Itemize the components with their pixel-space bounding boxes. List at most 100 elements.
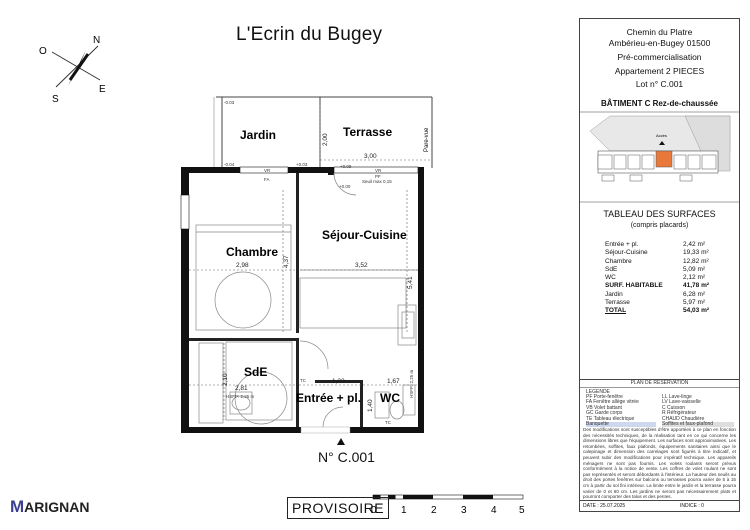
date-label: DATE : 25.07.2025 — [583, 503, 626, 509]
scale-tick-0: 0 — [371, 505, 377, 516]
row-value: 5,09 m² — [683, 265, 706, 273]
dim-wc-height: 1,40 — [367, 399, 374, 412]
total-label: TOTAL — [605, 307, 627, 315]
row-label: SdE — [605, 265, 618, 273]
table-row: WC 2,12 m² — [580, 274, 739, 282]
dim-sejour-width: 3,52 — [355, 262, 368, 269]
dim-sde-height: 2,10 — [222, 373, 229, 386]
address-line1: Chemin du Platre — [626, 27, 693, 37]
scale-bar: 0 1 2 3 4 5 — [371, 494, 525, 516]
index-label: INDICE : 0 — [680, 503, 704, 509]
legend-item: PF Porte-fenêtre — [586, 394, 623, 400]
habitable-label: SURF. HABITABLE — [605, 282, 663, 290]
compass-n: N — [93, 35, 100, 46]
table-row: SdE 5,09 m² — [580, 266, 739, 274]
row-label: Terrasse — [605, 299, 630, 307]
legend-item: GC Garde corps — [586, 410, 623, 417]
table-row: Séjour-Cuisine 19,33 m² — [580, 249, 739, 257]
room-chambre: Chambre — [226, 245, 278, 259]
room-terrasse: Terrasse — [343, 125, 392, 139]
dim-entree-width: 1,32 — [332, 378, 345, 385]
row-label: Séjour-Cuisine — [605, 249, 648, 257]
lot-label: N° C.001 — [318, 449, 375, 465]
legend-item: VB Volet battant — [586, 404, 622, 411]
row-value: 2,12 m² — [683, 274, 706, 282]
hsfp-wc: HSFP: 2,25 m — [409, 369, 414, 398]
level-jardin-2: -0.04 — [224, 162, 235, 167]
dim-chambre-height: 4,37 — [283, 255, 290, 268]
surface-table: Entrée + pl.2,42 m² Séjour-Cuisine 19,33 … — [580, 241, 739, 316]
room-jardin: Jardin — [240, 128, 276, 142]
reservation-title: PLAN DE RESERVATION — [580, 379, 739, 388]
site-minimap: Accès — [580, 111, 739, 203]
habitable-value: 41,78 m² — [683, 282, 710, 290]
address-line2: Ambérieu-en-Bugey 01500 — [608, 38, 711, 48]
window-fa-1: FA — [264, 177, 270, 182]
row-value: 6,28 m² — [683, 290, 706, 298]
scale-tick-1: 1 — [401, 505, 407, 516]
legend-title: LEGENDE — [586, 389, 610, 395]
logo-text: ARIGNAN — [24, 499, 90, 515]
row-label: Chambre — [605, 257, 632, 265]
legend-item: C Cuisson — [662, 404, 686, 411]
window-vr-2: VR — [375, 168, 382, 173]
provisoire-label: PROVISOIRE — [287, 497, 390, 519]
level-sejour: +0.00 — [339, 184, 351, 189]
surface-table-subtitle: (compris placards) — [630, 222, 689, 229]
window-pf-2: PF — [375, 174, 381, 179]
table-row: Entrée + pl.2,42 m² — [580, 241, 739, 249]
tc-label-2: TC — [385, 420, 392, 425]
access-label: Accès — [656, 133, 667, 138]
scale-tick-3: 3 — [461, 505, 467, 516]
row-label: WC — [605, 274, 616, 282]
table-row: Jardin 6,28 m² — [580, 291, 739, 299]
dim-terrasse-width: 3,00 — [364, 153, 377, 160]
dim-sde-width: 2,81 — [235, 385, 248, 392]
tc-label: TC — [300, 378, 307, 383]
room-sejour: Séjour-Cuisine — [322, 228, 407, 242]
level-terrasse: +0.09 — [340, 164, 352, 169]
logo-m: M — [10, 497, 25, 516]
row-value: 19,33 m² — [683, 249, 709, 257]
dim-chambre-width: 2,98 — [236, 262, 249, 269]
legend-item: LL Lave-linge — [662, 394, 692, 400]
compass-s: S — [52, 94, 59, 105]
marignan-logo: MARIGNAN — [10, 497, 90, 517]
room-sde: SdE — [244, 365, 267, 379]
building-label: BÂTIMENT C Rez-de-chaussée — [601, 99, 718, 108]
table-row: Chambre 12,82 m² — [580, 258, 739, 266]
scale-tick-2: 2 — [431, 505, 437, 516]
surface-table-title: TABLEAU DES SURFACES — [603, 209, 716, 219]
apartment-type: Appartement 2 PIECES — [614, 66, 705, 76]
room-wc: WC — [380, 391, 400, 405]
pare-vue-label: Pare-vue — [424, 127, 430, 152]
dim-wc-width: 1,67 — [387, 378, 400, 385]
compass: N S E O — [39, 35, 106, 105]
legend-item: Banquette — [586, 421, 656, 428]
total-value: 54,03 m² — [683, 307, 710, 315]
status: Pré-commercialisation — [617, 52, 702, 62]
level-jardin: -0.03 — [224, 100, 235, 105]
row-label: Jardin — [605, 290, 623, 298]
legend-item: TE Tableau électrique — [586, 415, 635, 422]
legend-item: Soffites et faux-plafond — [662, 421, 734, 428]
row-label: Entrée + pl. — [605, 241, 639, 248]
row-value: 12,82 m² — [683, 257, 709, 265]
reservation-block: PLAN DE RESERVATION LEGENDE PF Porte-fen… — [580, 379, 739, 428]
lot-number: Lot n° C.001 — [635, 79, 684, 89]
level-jardin-3: +0.03 — [296, 162, 308, 167]
compass-o: O — [39, 46, 47, 57]
dim-sejour-height: 5,41 — [407, 276, 414, 289]
lot-highlight — [655, 150, 673, 168]
project-title: L'Ecrin du Bugey — [236, 24, 383, 45]
legend-item: LV Lave-vaisselle — [662, 399, 701, 406]
dim-terrasse-height: 2,00 — [322, 133, 329, 146]
floor-plan: N S E O — [39, 35, 525, 516]
habitable-row: SURF. HABITABLE 41,78 m² — [580, 282, 739, 290]
legend-item: R Réfrigérateur — [662, 410, 697, 417]
info-panel: Chemin du Platre Ambérieu-en-Bugey 01500… — [579, 18, 740, 512]
hsfp-sde: HSFP: 2,25 m — [226, 394, 255, 399]
entrance-arrow-icon — [337, 438, 345, 445]
access-arrow-icon — [659, 141, 665, 145]
